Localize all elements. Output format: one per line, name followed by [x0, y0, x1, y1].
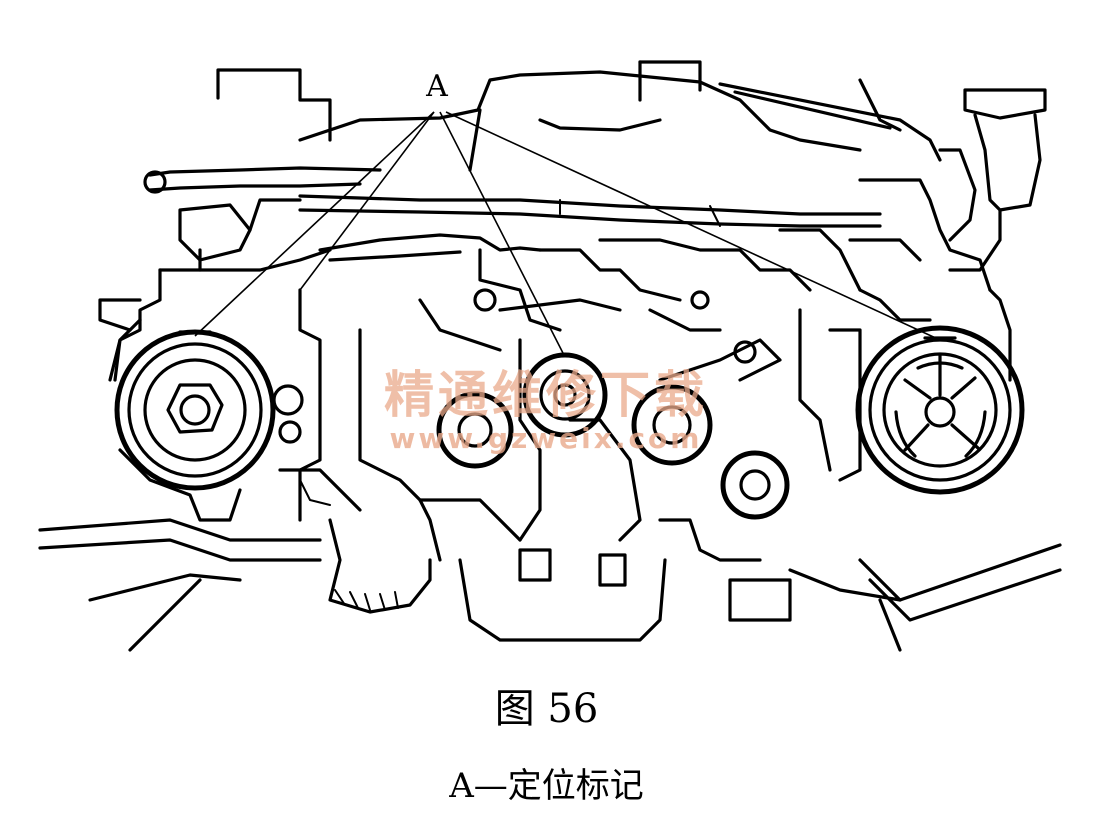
- watermark-text: 精通维修下载: [384, 366, 708, 424]
- idler-pulley-right: [631, 384, 713, 466]
- figure-number: 图 56: [494, 686, 599, 732]
- watermark-url: www.gzweix.com: [390, 422, 703, 455]
- engine-block-outline: [98, 60, 1047, 382]
- idler-pulley-left: [436, 391, 514, 469]
- tensioner-pulley: [720, 450, 790, 520]
- callout-leaders: [194, 111, 941, 358]
- figure-caption: A—定位标记: [449, 766, 644, 806]
- callout-label: A: [425, 69, 448, 104]
- chassis-frame-rails: [38, 518, 1062, 652]
- left-cam-sprocket: [108, 318, 304, 522]
- timing-cover-body: [278, 288, 862, 642]
- right-cam-sprocket: [855, 325, 1025, 495]
- crankshaft-sprocket: [522, 352, 608, 438]
